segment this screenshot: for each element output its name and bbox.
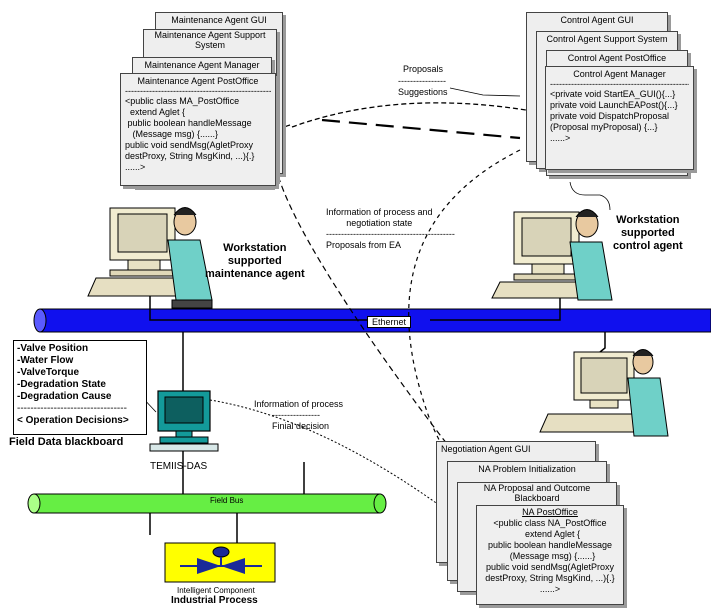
- na-code-line: public boolean handleMessage: [487, 540, 613, 550]
- proposals-separator: ----------------: [398, 76, 446, 86]
- field-data-blackboard-label: Field Data blackboard: [9, 436, 124, 448]
- maintenance-agent-postoffice-card: Maintenance Agent PostOffice -----------…: [120, 73, 276, 186]
- temiis-das-computer-icon: [149, 390, 219, 452]
- workstation-control-label: Workstation supported control agent: [613, 214, 683, 252]
- control-agent-postoffice-title: Control Agent PostOffice: [567, 53, 667, 63]
- na-code-line: public void sendMsg(AgletProxy: [485, 562, 615, 572]
- temiis-das-label: TEMIIS-DAS: [150, 461, 208, 472]
- maintenance-agent-gui-title: Maintenance Agent GUI: [171, 15, 267, 25]
- blackboard-item: < Operation Decisions>: [17, 415, 129, 426]
- control-agent-support-title: Control Agent Support System: [546, 34, 668, 44]
- blackboard-item: -ValveTorque: [17, 367, 80, 378]
- blackboard-item: -Water Flow: [17, 355, 74, 366]
- proposals-from-ea-label: Proposals from EA: [326, 240, 402, 250]
- maintenance-code-line: <public class MA_PostOffice: [125, 96, 240, 106]
- na-code-line: (Message msg) {......}: [504, 551, 596, 561]
- control-code-line: private void DispatchProposal: [550, 111, 670, 121]
- workstation-negotiation-icon: [539, 349, 669, 437]
- control-manager-title: Control Agent Manager: [573, 69, 666, 79]
- maintenance-code-line: (Message msg) {......}: [125, 129, 219, 139]
- na-postoffice-title: NA PostOffice: [522, 507, 578, 517]
- negotiation-agent-gui-title: Negotiation Agent GUI: [441, 444, 531, 454]
- control-agent-manager-card: Control Agent Manager ------------------…: [545, 66, 694, 170]
- na-code-line: <public class NA_PostOffice: [493, 518, 607, 528]
- maintenance-code-line: destProxy, String MsgKind, ...){.}: [125, 151, 255, 161]
- industrial-process-icon: [164, 542, 276, 583]
- na-code-line: destProxy, String MsgKind, ...){.}: [485, 573, 615, 583]
- field-data-blackboard: -Valve Position -Water Flow -ValveTorque…: [13, 340, 147, 435]
- maintenance-code-line: ......>: [125, 162, 146, 172]
- maintenance-code-line: public boolean handleMessage: [125, 118, 252, 128]
- industrial-process-label: Industrial Process: [171, 595, 258, 606]
- na-postoffice-card: NA PostOffice <public class NA_PostOffic…: [476, 505, 624, 605]
- info-process-state-separator: ----------------------------------------…: [326, 229, 455, 239]
- info-process-label: Information of process: [254, 399, 344, 409]
- workstation-maintenance-label: Workstation supported maintenance agent: [205, 242, 305, 280]
- info-process-state-label: Information of process and negotiation s…: [326, 207, 433, 228]
- na-problem-initialization-title: NA Problem Initialization: [478, 464, 576, 474]
- control-manager-separator: ----------------------------------------…: [550, 80, 689, 89]
- blackboard-item: ---------------------------------: [17, 403, 127, 414]
- maintenance-agent-support-title: Maintenance Agent Support System: [154, 30, 266, 50]
- workstation-control-icon: [491, 209, 613, 301]
- bus-connectors: [149, 290, 606, 545]
- proposals-label: Proposals: [403, 64, 444, 74]
- control-code-line: private void LaunchEAPost(){...}: [550, 100, 678, 110]
- blackboard-item: -Degradation State: [17, 379, 106, 390]
- finial-decision-label: Finial decision: [272, 421, 330, 431]
- na-code-line: extend Aglet {: [519, 529, 581, 539]
- control-agent-gui-title: Control Agent GUI: [560, 15, 634, 25]
- maintenance-postoffice-title: Maintenance Agent PostOffice: [137, 76, 259, 86]
- info-process-separator: ----------------: [272, 410, 320, 420]
- ethernet-label: Ethernet: [367, 316, 412, 328]
- blackboard-item: -Valve Position: [17, 343, 89, 354]
- na-proposal-blackboard-title: NA Proposal and Outcome Blackboard: [483, 483, 591, 503]
- maintenance-agent-manager-title: Maintenance Agent Manager: [144, 60, 260, 70]
- na-code-line: ......>: [539, 584, 561, 594]
- field-bus-label: Field Bus: [210, 496, 244, 505]
- control-code-line: (Proposal myProposal) {...}: [550, 122, 658, 132]
- blackboard-item: -Degradation Cause: [17, 391, 112, 402]
- suggestions-label: Suggestions: [398, 87, 448, 97]
- workstation-maintenance-icon: [87, 207, 213, 309]
- maintenance-code-line: public void sendMsg(AgletProxy: [125, 140, 254, 150]
- control-code-line: <private void StartEA_GUI(){...}: [550, 89, 676, 99]
- maintenance-postoffice-separator: ----------------------------------------…: [125, 87, 271, 96]
- intelligent-component-label: Intelligent Component: [177, 586, 255, 595]
- field-bus: [27, 493, 387, 514]
- maintenance-code-line: extend Aglet {: [125, 107, 186, 117]
- control-code-line: ......>: [550, 133, 571, 143]
